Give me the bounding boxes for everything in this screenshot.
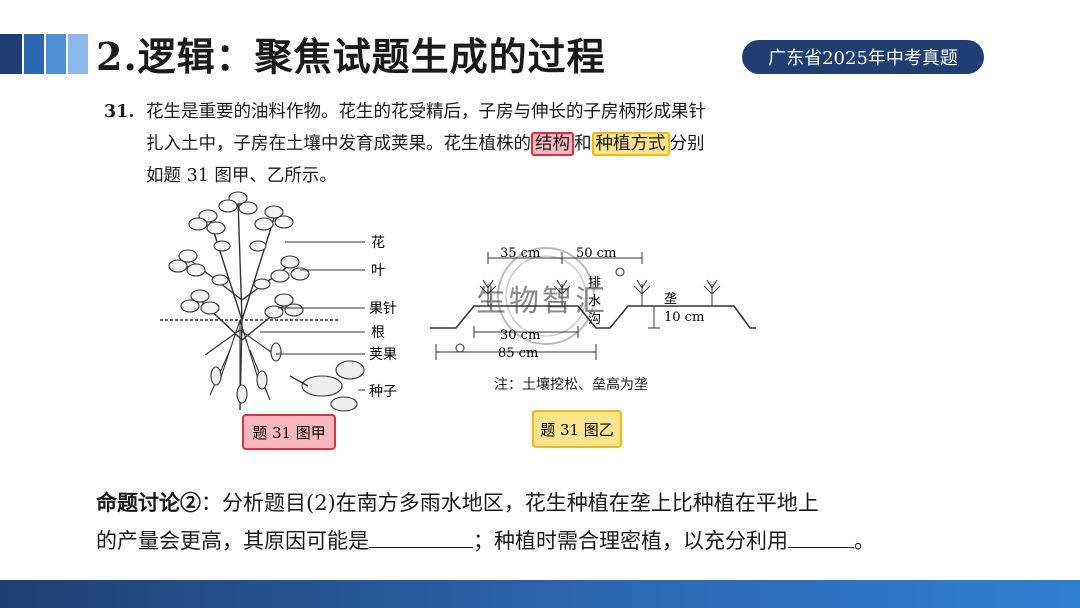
header-decoration	[0, 34, 90, 74]
dim-35cm: 35 cm	[500, 246, 541, 261]
label-flower: 花	[371, 235, 385, 251]
exam-source-badge: 广东省2025年中考真题	[742, 40, 984, 74]
dim-50cm: 50 cm	[576, 246, 617, 261]
label-seed: 种子	[369, 384, 397, 400]
label-root: 根	[371, 325, 385, 341]
footer-bar	[0, 580, 1080, 608]
label-furrow-2: 水	[588, 294, 602, 309]
answer-blank-2[interactable]	[788, 525, 854, 548]
label-furrow-1: 排	[588, 276, 602, 291]
question-text: 31.花生是重要的油料作物。花生的花受精后，子房与伸长的子房柄形成果针 扎入土中…	[104, 96, 824, 192]
figure-b-caption: 题 31 图乙	[532, 410, 622, 448]
dim-85cm: 85 cm	[498, 346, 539, 361]
ridge-planting-figure	[430, 247, 756, 360]
peanut-plant-figure	[160, 191, 365, 412]
label-furrow-3: 沟	[588, 312, 602, 327]
question-number: 31.	[104, 102, 135, 122]
dim-30cm: 30 cm	[500, 328, 541, 343]
page-title: 2.逻辑：聚焦试题生成的过程	[96, 34, 606, 79]
figure-b-note: 注：土壤挖松、垒高为垄	[494, 377, 648, 393]
watermark: 生物智汇	[476, 284, 608, 319]
discussion-text: 命题讨论②：分析题目(2)在南方多雨水地区，花生种植在垄上比种植在平地上 的产量…	[96, 490, 875, 553]
label-leaf: 叶	[371, 263, 385, 279]
label-peg: 果针	[369, 301, 397, 317]
label-ridge: 垄	[664, 292, 678, 307]
figure-a-caption: 题 31 图甲	[242, 414, 336, 450]
label-pod: 荚果	[369, 347, 397, 363]
answer-blank-1[interactable]	[369, 525, 473, 548]
discussion-lead: 命题讨论②	[96, 490, 201, 515]
dim-10cm: 10 cm	[664, 310, 705, 325]
highlight-planting-method: 种植方式	[591, 132, 670, 156]
highlight-structure: 结构	[531, 132, 574, 156]
